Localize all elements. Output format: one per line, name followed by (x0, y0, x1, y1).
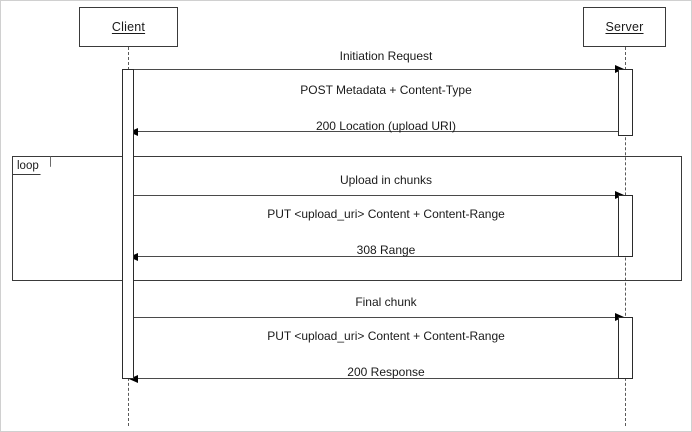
note-upload-in-chunks: Upload in chunks (339, 173, 433, 187)
activation-server-chunk (618, 195, 633, 257)
participant-server[interactable]: Server (583, 7, 666, 47)
arrowhead-chunk-request (615, 190, 624, 199)
activation-server-initiation (618, 69, 633, 136)
participant-server-label: Server (605, 20, 644, 34)
message-initiation-request: POST Metadata + Content-Type (300, 83, 472, 97)
message-final-response: 200 Response (347, 365, 425, 379)
message-final-request: PUT <upload_uri> Content + Content-Range (267, 329, 505, 343)
message-initiation-response: 200 Location (upload URI) (315, 119, 457, 133)
participant-client[interactable]: Client (79, 7, 178, 47)
activation-client (122, 69, 134, 379)
message-chunk-response: 308 Range (356, 243, 416, 257)
participant-client-label: Client (111, 20, 146, 34)
arrowhead-initiation-request (615, 64, 624, 73)
note-initiation-request: Initiation Request (339, 49, 433, 63)
fragment-loop-label: loop (12, 156, 51, 175)
arrowhead-final-request (615, 312, 624, 321)
fragment-loop: loop (12, 156, 682, 281)
message-chunk-request: PUT <upload_uri> Content + Content-Range (267, 207, 505, 221)
note-final-chunk: Final chunk (355, 295, 417, 309)
activation-server-final (618, 317, 633, 379)
